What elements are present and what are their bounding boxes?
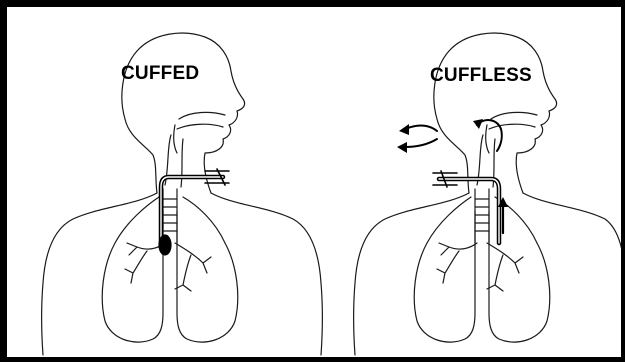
right-mouth-arrow-top (405, 126, 437, 132)
right-bronchi-left (437, 243, 477, 283)
right-lung-left (414, 197, 475, 342)
right-nasal-cavity (486, 112, 537, 153)
left-torso-outline (42, 193, 323, 355)
left-lung-left (102, 197, 163, 342)
panel-label-cuffed: CUFFED (121, 63, 199, 85)
right-trachea (475, 189, 489, 243)
left-cuff (159, 235, 171, 255)
left-bronchi-right (175, 243, 211, 291)
airway-illustration (7, 7, 625, 362)
right-mouth-arrow-bottom (405, 139, 437, 147)
left-tube (161, 177, 223, 243)
left-nasal-cavity (174, 112, 225, 153)
panel-label-cuffless: CUFFLESS (430, 65, 532, 87)
right-bronchi-right (487, 243, 523, 291)
right-head-outline (434, 33, 557, 193)
left-head-outline (122, 33, 245, 193)
